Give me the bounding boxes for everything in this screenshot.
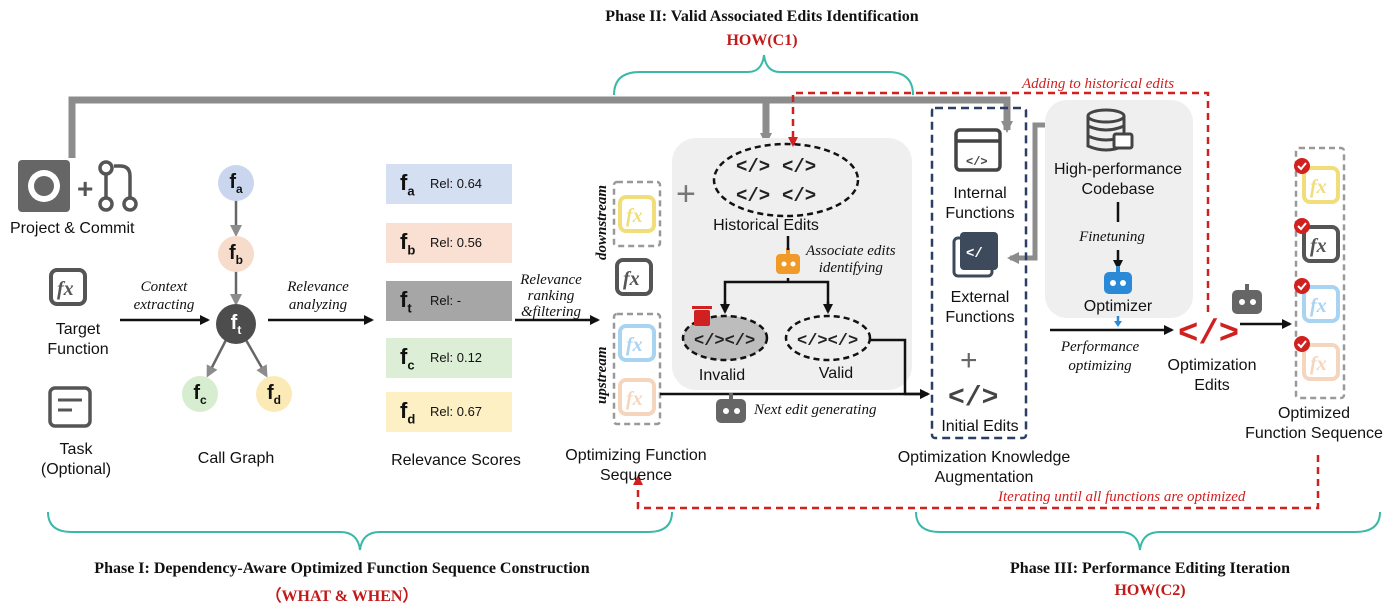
function-icon <box>49 268 87 306</box>
relevance-analyzing-label: Relevance analyzing <box>287 279 349 313</box>
adding-history-line <box>788 91 1210 312</box>
internal-functions-label: Internal Functions <box>945 185 1015 222</box>
phase3-title: Phase III: Performance Editing Iteration <box>1010 560 1290 577</box>
finetuning-label: Finetuning <box>1079 229 1145 245</box>
svg-text:+: + <box>676 175 696 213</box>
perf-optimizing-label: Performance optimizing <box>1060 339 1140 374</box>
context-extracting-label: Context extracting <box>133 279 195 313</box>
relevance-score: Rel: 0.12 <box>430 350 483 365</box>
trash-icon <box>692 306 712 326</box>
next-edit-label: Next edit generating <box>754 402 877 418</box>
upstream-label: upstream <box>594 346 610 404</box>
downstream-box <box>612 180 662 248</box>
relevance-scores-label: Relevance Scores <box>391 452 521 469</box>
knowledge-augmentation-label: Optimization Knowledge Augmentation <box>897 449 1071 486</box>
historical-edits-cluster <box>712 142 860 218</box>
optimizing-sequence-label: Optimizing Function Sequence <box>565 447 707 484</box>
svg-text:</>: </> <box>948 383 998 414</box>
function-icon <box>618 195 656 233</box>
node-ft: ft <box>216 304 256 344</box>
svg-text:</>: </> <box>782 156 816 178</box>
project-feedback-line <box>68 96 1013 158</box>
relevance-score: Rel: 0.67 <box>430 404 483 419</box>
function-icon <box>615 258 653 296</box>
optimizer-label: Optimizer <box>1083 298 1153 315</box>
svg-text:</: </ <box>966 246 983 262</box>
robot-icon <box>1104 266 1132 294</box>
check-icon <box>1294 158 1310 352</box>
function-icon <box>1302 166 1340 204</box>
downstream-label: downstream <box>594 184 610 260</box>
phase2-title: Phase II: Valid Associated Edits Identif… <box>605 8 919 25</box>
svg-text:</>: </> <box>736 156 770 178</box>
initial-edits-label: Initial Edits <box>941 418 1019 435</box>
svg-text:</>: </> <box>736 185 770 207</box>
phase2-tag: HOW(C1) <box>726 32 798 49</box>
node-fc: fc <box>182 376 218 412</box>
valid-label: Valid <box>818 365 854 382</box>
node-fb: fb <box>218 236 254 272</box>
relevance-score: Rel: 0.56 <box>430 235 483 250</box>
svg-text:</>: </> <box>966 155 988 169</box>
svg-text:</></>: </></> <box>797 332 858 351</box>
codebase-label: High-performance Codebase <box>1053 161 1183 198</box>
phase1-title: Phase I: Dependency-Aware Optimized Func… <box>94 560 590 577</box>
function-icon <box>1302 285 1340 323</box>
iterating-label: Iterating until all functions are optimi… <box>998 489 1246 505</box>
optimized-sequence-box <box>1294 146 1346 400</box>
iterating-line <box>633 455 1320 510</box>
phase1-brace <box>47 511 673 551</box>
valid-edits <box>784 314 872 362</box>
node-fa: fa <box>218 165 254 201</box>
robot-icon <box>776 248 800 274</box>
code-icon: </> <box>954 128 1002 172</box>
upstream-box <box>612 312 662 426</box>
function-icon <box>1302 343 1340 381</box>
task-icon <box>48 386 92 428</box>
svg-text:</></>: </></> <box>694 332 755 351</box>
svg-text:+: + <box>960 344 978 377</box>
function-icon <box>618 324 656 362</box>
svg-text:+: + <box>77 173 93 204</box>
optimization-edits-label: Optimization Edits <box>1167 357 1257 394</box>
target-function-label: Target Function <box>47 321 109 358</box>
svg-text:</>: </> <box>782 185 816 207</box>
knowledge-box <box>930 106 1028 440</box>
associate-label: Associate edits identifying <box>806 243 896 276</box>
ranking-filtering-label: Relevance ranking &filtering <box>520 272 582 320</box>
robot-icon <box>1232 284 1262 314</box>
svg-text:</>: </> <box>1178 316 1239 354</box>
historical-edits-label: Historical Edits <box>713 217 819 234</box>
github-icon <box>18 160 70 212</box>
adding-historical-label: Adding to historical edits <box>1022 76 1175 92</box>
robot-icon <box>716 393 746 423</box>
invalid-edits <box>681 314 769 362</box>
code-icon: </ <box>952 232 998 278</box>
commit-icon <box>98 160 138 212</box>
optimized-sequence-label: Optimized Function Sequence <box>1245 405 1383 442</box>
database-icon <box>1086 108 1134 152</box>
phase3-brace <box>915 511 1381 551</box>
phase1-tag: （WHAT & WHEN） <box>265 588 419 605</box>
relevance-score: Rel: 0.64 <box>430 176 483 191</box>
call-graph-label: Call Graph <box>197 450 275 467</box>
function-icon <box>618 378 656 416</box>
phase3-tag: HOW(C2) <box>1114 582 1186 599</box>
external-functions-label: External Functions <box>945 289 1015 326</box>
node-fd: fd <box>256 376 292 412</box>
phase2-brace <box>613 54 914 96</box>
relevance-score: Rel: - <box>430 293 462 308</box>
task-label: Task (Optional) <box>40 441 112 478</box>
project-label: Project & Commit <box>10 220 135 237</box>
invalid-label: Invalid <box>698 367 746 384</box>
function-icon <box>1302 225 1340 263</box>
